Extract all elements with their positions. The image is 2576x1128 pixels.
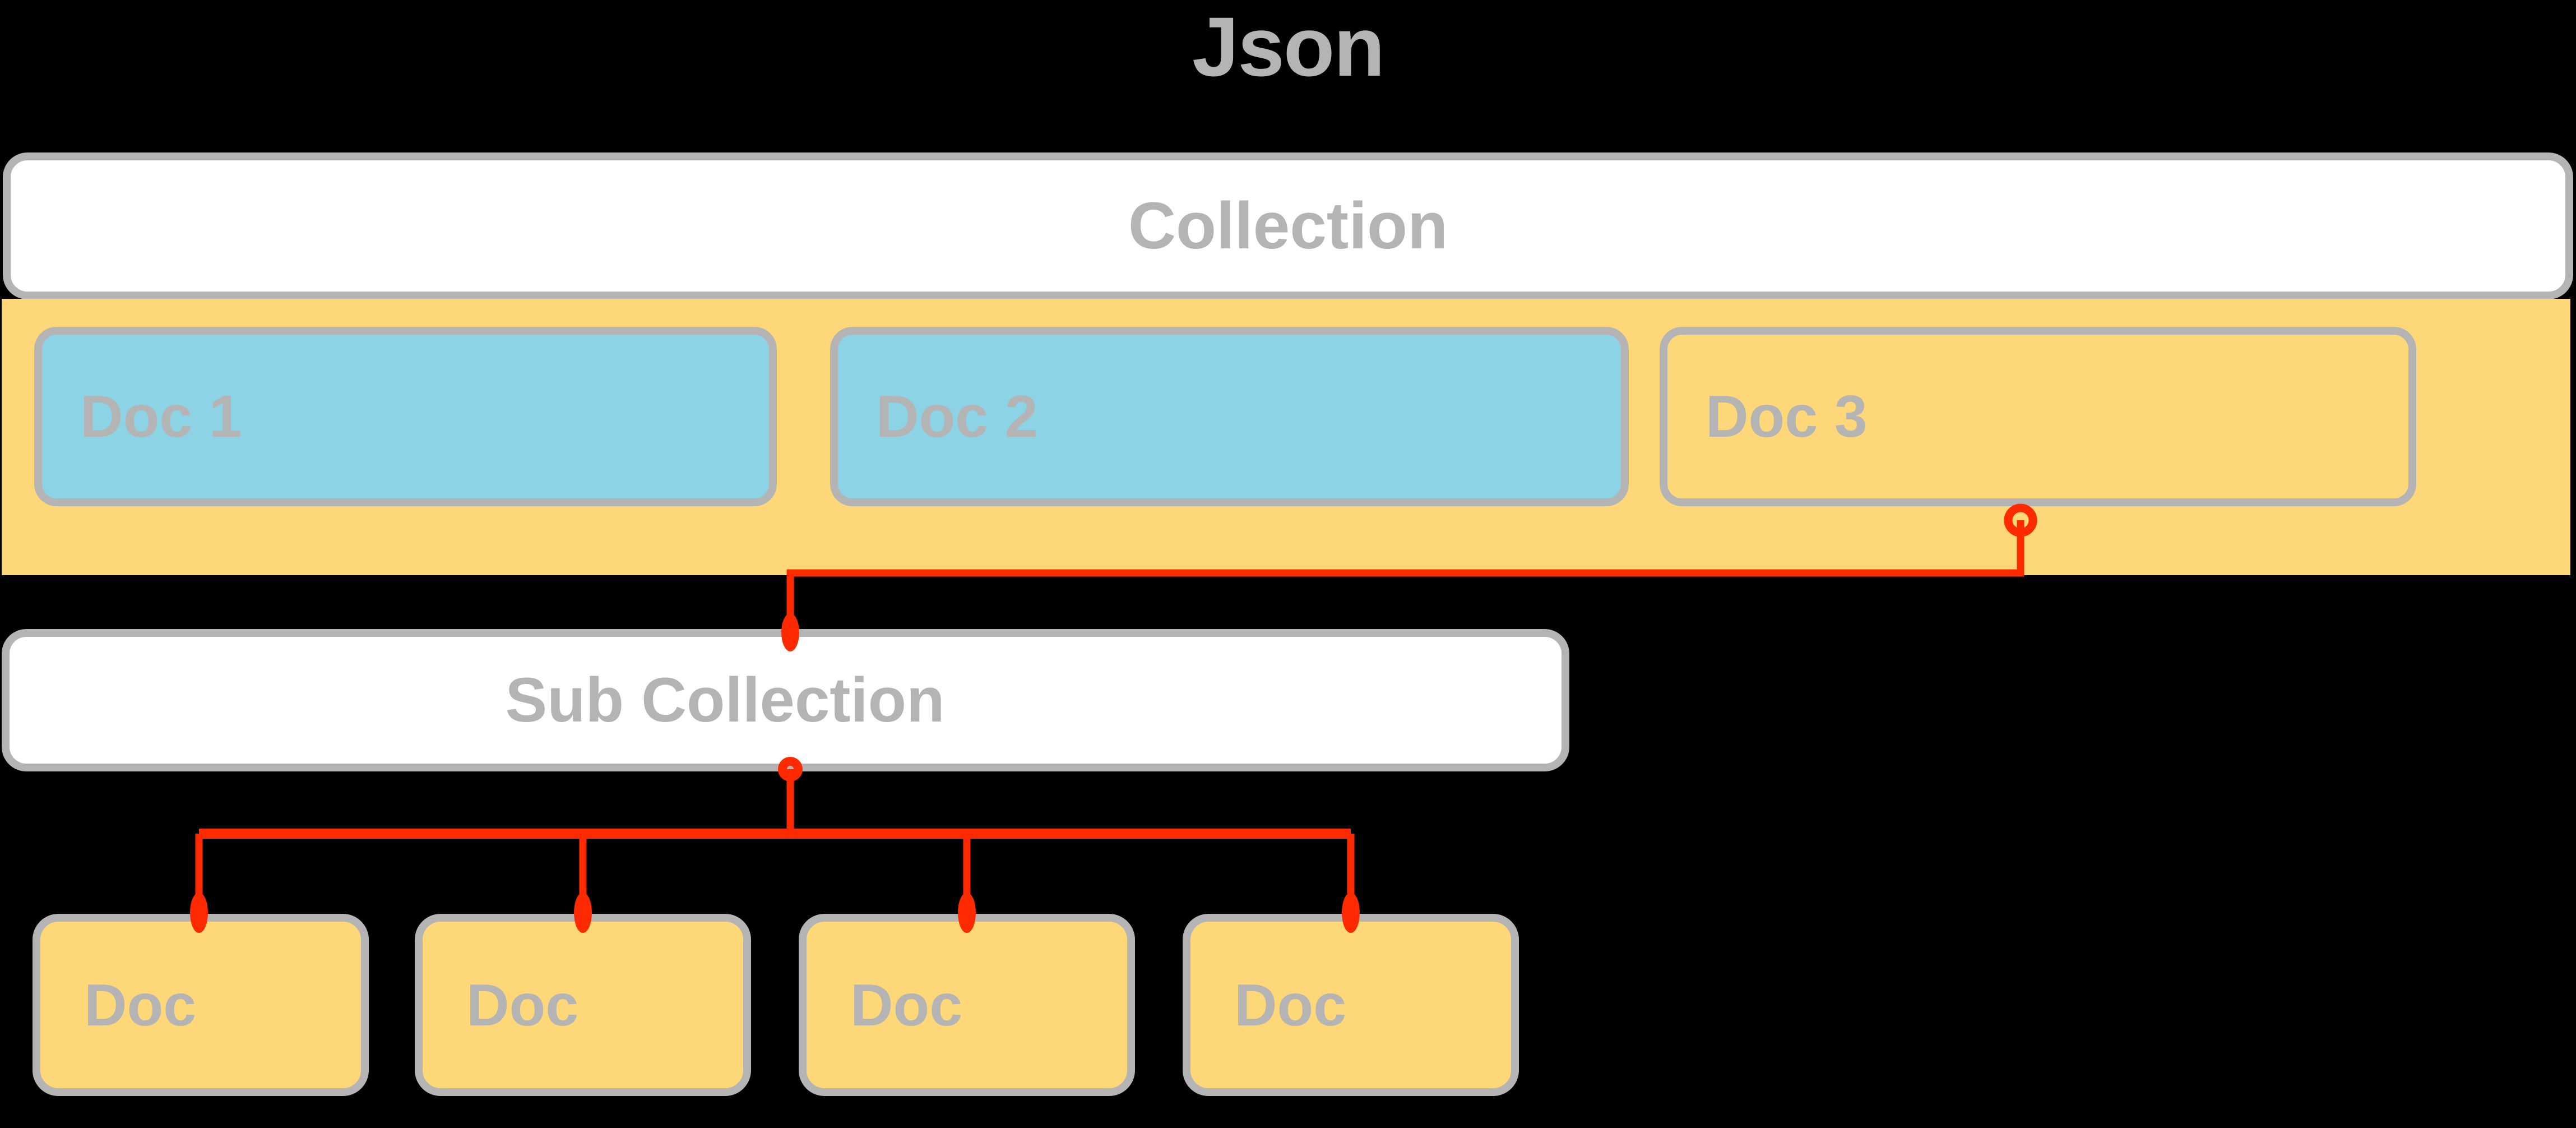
sub-document-label: Doc bbox=[84, 972, 197, 1038]
sub-document-card-4[interactable]: Doc bbox=[1183, 914, 1519, 1096]
collection-container[interactable]: Collection bbox=[3, 152, 2573, 299]
sub-collection-label: Sub Collection bbox=[505, 665, 945, 735]
connector-subcollection-to-documents bbox=[190, 757, 1360, 933]
sub-document-card-3[interactable]: Doc bbox=[799, 914, 1135, 1096]
document-label: Doc 2 bbox=[876, 383, 1038, 450]
sub-document-card-1[interactable]: Doc bbox=[33, 914, 369, 1096]
sub-document-label: Doc bbox=[850, 972, 963, 1038]
page-title: Json bbox=[1192, 0, 1385, 94]
document-label: Doc 3 bbox=[1706, 383, 1868, 450]
document-label: Doc 1 bbox=[80, 383, 242, 450]
document-card-doc-3[interactable]: Doc 3 bbox=[1660, 327, 2416, 506]
sub-document-card-2[interactable]: Doc bbox=[415, 914, 751, 1096]
sub-document-label: Doc bbox=[466, 972, 579, 1038]
sub-collection-container[interactable]: Sub Collection bbox=[2, 629, 1569, 771]
collection-documents-band: Doc 1 Doc 2 Doc 3 bbox=[2, 299, 2570, 575]
document-card-doc-2[interactable]: Doc 2 bbox=[830, 327, 1629, 506]
document-card-doc-1[interactable]: Doc 1 bbox=[34, 327, 777, 506]
sub-document-label: Doc bbox=[1234, 972, 1347, 1038]
collection-label: Collection bbox=[1128, 189, 1448, 263]
